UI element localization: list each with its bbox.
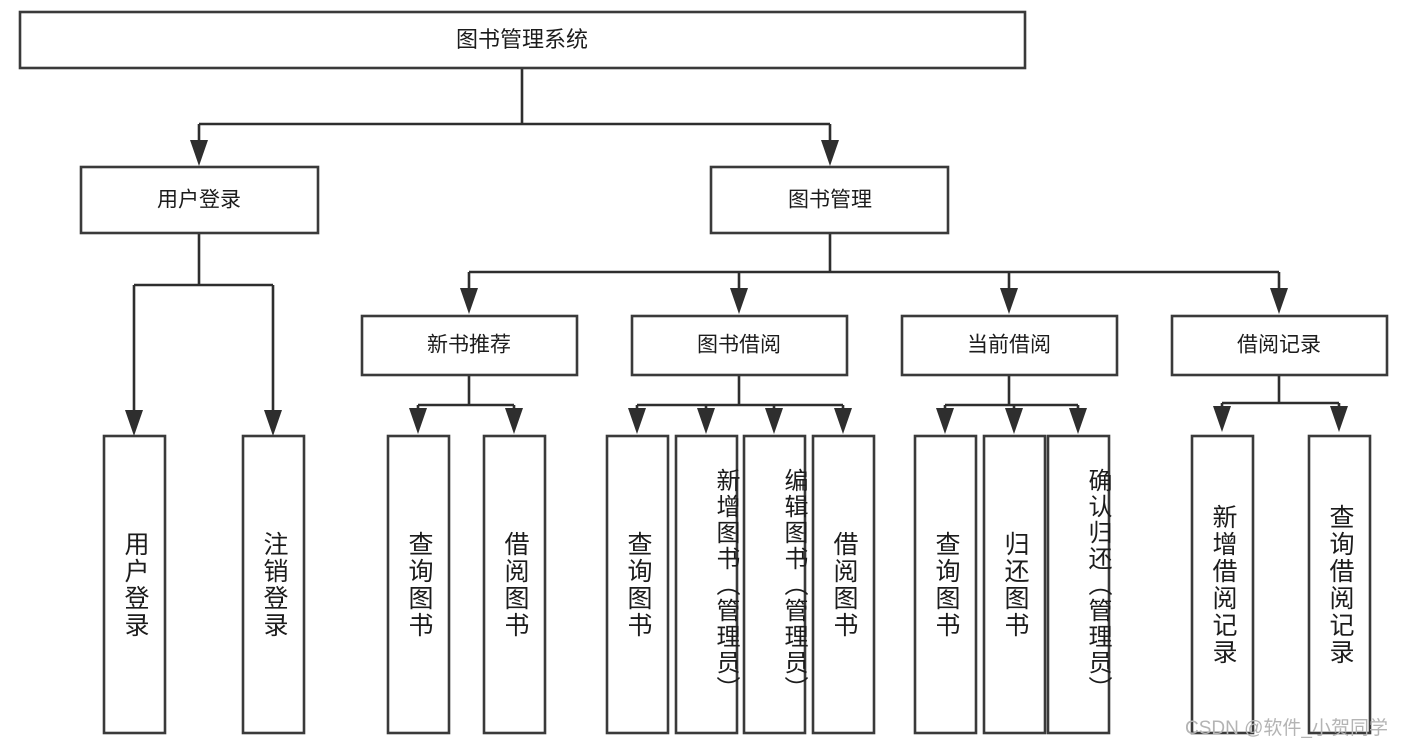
arrow-to-leaf-add-book (697, 408, 715, 434)
connector-group-user-login-to-leaves (125, 233, 282, 436)
node-label-borrow-record: 借阅记录 (1237, 334, 1321, 357)
arrow-to-leaf-query-book-1 (409, 408, 427, 434)
connector-group-new-book-recommend-to-leaves (409, 375, 523, 434)
node-leaf-borrow-book-2[interactable] (811, 434, 876, 735)
node-leaf-user-login[interactable] (102, 434, 167, 735)
connector-group-book-borrow-to-leaves (628, 375, 852, 434)
node-leaf-add-record[interactable] (1190, 434, 1255, 735)
node-label-book-management: 图书管理 (788, 189, 872, 212)
arrow-to-leaf-user-login (125, 410, 143, 436)
arrow-to-leaf-borrow-book-1 (505, 408, 523, 434)
node-label-new-book-recommend: 新书推荐 (427, 334, 511, 357)
node-leaf-return-book[interactable] (982, 434, 1047, 735)
node-leaf-query-book-2[interactable] (605, 434, 670, 735)
arrow-to-leaf-query-book-2 (628, 408, 646, 434)
arrow-to-leaf-confirm-return (1069, 408, 1087, 434)
node-current-borrow[interactable]: 当前借阅 (900, 314, 1119, 377)
connector-group-book-management-to-level3 (460, 233, 1288, 314)
node-book-borrow[interactable]: 图书借阅 (630, 314, 849, 377)
arrow-to-leaf-query-record (1330, 406, 1348, 432)
arrow-to-borrow-record (1270, 288, 1288, 314)
node-leaf-confirm-return[interactable] (1046, 434, 1111, 735)
node-label-current-borrow: 当前借阅 (967, 334, 1051, 357)
connector-group-root-to-level2 (190, 68, 839, 166)
arrow-to-new-book-recommend (460, 288, 478, 314)
node-book-management[interactable]: 图书管理 (709, 165, 950, 235)
node-leaf-query-book-1[interactable] (386, 434, 451, 735)
node-leaf-edit-book[interactable] (742, 434, 807, 735)
csdn-watermark: CSDN @软件_小贺同学 (1185, 718, 1388, 739)
node-leaf-logout[interactable] (241, 434, 306, 735)
node-leaf-query-book-3[interactable] (913, 434, 978, 735)
arrow-to-leaf-return-book (1005, 408, 1023, 434)
node-leaf-add-book[interactable] (674, 434, 739, 735)
node-label-user-login: 用户登录 (157, 189, 241, 212)
node-user-login[interactable]: 用户登录 (79, 165, 320, 235)
node-borrow-record[interactable]: 借阅记录 (1170, 314, 1389, 377)
arrow-to-leaf-query-book-3 (936, 408, 954, 434)
connector-group-current-borrow-to-leaves (936, 375, 1087, 434)
node-leaf-borrow-book-1[interactable] (482, 434, 547, 735)
node-system-root[interactable]: 图书管理系统 (18, 10, 1027, 70)
arrow-to-current-borrow (1000, 288, 1018, 314)
connector-group-borrow-record-to-leaves (1213, 375, 1348, 432)
node-label-system-root: 图书管理系统 (456, 27, 588, 52)
arrow-to-leaf-logout (264, 410, 282, 436)
node-label-book-borrow: 图书借阅 (697, 334, 781, 357)
arrow-to-leaf-add-record (1213, 406, 1231, 432)
arrow-to-book-management (821, 140, 839, 166)
arrow-to-book-borrow (730, 288, 748, 314)
arrow-to-user-login (190, 140, 208, 166)
arrow-to-leaf-edit-book (765, 408, 783, 434)
node-new-book-recommend[interactable]: 新书推荐 (360, 314, 579, 377)
arrow-to-leaf-borrow-book-2 (834, 408, 852, 434)
node-leaf-query-record[interactable] (1307, 434, 1372, 735)
